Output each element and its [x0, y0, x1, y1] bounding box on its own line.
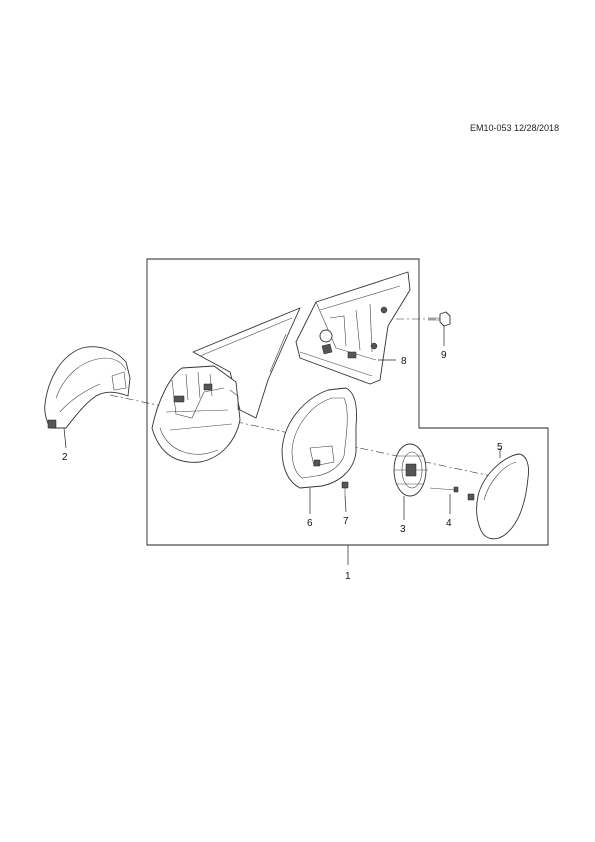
callout-2: 2 [62, 452, 68, 463]
callout-6: 6 [307, 518, 313, 529]
callout-3: 3 [400, 524, 406, 535]
callout-5: 5 [497, 442, 503, 453]
screw [428, 311, 451, 327]
mounting-bracket [295, 271, 411, 385]
leader-7 [344, 495, 347, 513]
mirror-actuator [393, 443, 428, 497]
callout-4: 4 [446, 518, 452, 529]
callout-8: 8 [401, 356, 407, 367]
mirror-housing-body [151, 307, 301, 463]
assembly-boundary [146, 258, 549, 546]
callout-1: 1 [345, 571, 351, 582]
mirror-cover-cap [44, 346, 131, 429]
mirror-glass [467, 453, 529, 540]
callout-leader-lines [63, 326, 501, 565]
diagram-reference-code: EM10-053 12/28/2018 [470, 123, 560, 133]
actuator-pin [429, 486, 459, 493]
callout-7: 7 [343, 516, 349, 527]
leader-2 [63, 427, 67, 449]
mirror-glass-frame [281, 387, 357, 489]
frame-screw [341, 481, 349, 496]
callout-9: 9 [441, 350, 447, 361]
